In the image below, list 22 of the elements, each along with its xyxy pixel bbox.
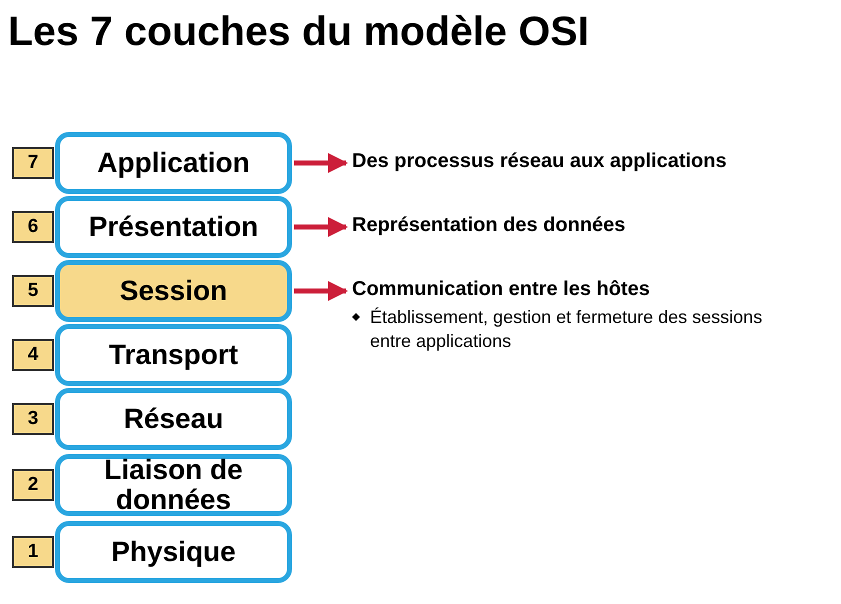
layer-box: Réseau [55, 388, 292, 450]
title: Les 7 couches du modèle OSI [8, 8, 590, 55]
layer-number: 5 [12, 275, 54, 307]
layer-number: 6 [12, 211, 54, 243]
layer-number: 4 [12, 339, 54, 371]
layer-box: Transport [55, 324, 292, 386]
layer-number: 3 [12, 403, 54, 435]
layer-number: 2 [12, 469, 54, 501]
description-text: Des processus réseau aux applications [352, 150, 727, 173]
arrow [294, 153, 348, 173]
arrow [294, 217, 348, 237]
layer-box: Application [55, 132, 292, 194]
description-text: Représentation des données [352, 214, 626, 237]
description-text: Communication entre les hôtes [352, 278, 650, 301]
layer-box: Présentation [55, 196, 292, 258]
arrow [294, 281, 348, 301]
layer-number: 1 [12, 536, 54, 568]
layer-number: 7 [12, 147, 54, 179]
layer-box: Session [55, 260, 292, 322]
bullet-text: Établissement, gestion et fermeture des sessions entre applications [370, 307, 762, 351]
layer-box: Liaison de données [55, 454, 292, 516]
layer-box: Physique [55, 521, 292, 583]
